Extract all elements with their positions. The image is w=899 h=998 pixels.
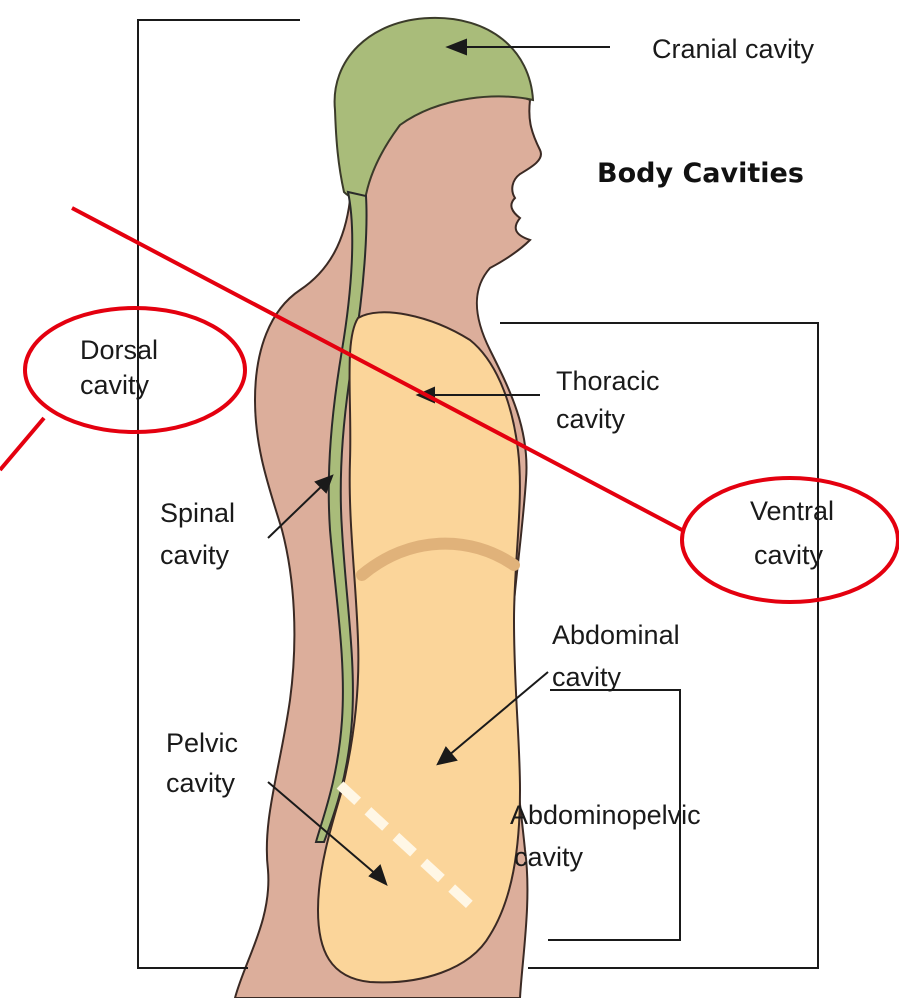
spinal-cavity-label-line1: Spinal <box>160 498 235 528</box>
dorsal-cavity-label-line2: cavity <box>80 370 149 400</box>
dorsal-cavity-label-line1: Dorsal <box>80 335 158 365</box>
abdominal-cavity-label-line2: cavity <box>552 662 621 692</box>
spinal-cavity-label-line2: cavity <box>160 540 229 570</box>
thoracic-cavity-label-line1: Thoracic <box>556 366 660 396</box>
red-pointer-line <box>0 418 44 470</box>
diagram-title: Body Cavities <box>597 158 804 189</box>
pelvic-cavity-label-line2: cavity <box>166 768 235 798</box>
thoracic-cavity-label-line2: cavity <box>556 404 625 434</box>
abdominopelvic-cavity-label-line2: cavity <box>514 842 583 872</box>
ventral-cavity-label-line2: cavity <box>754 540 823 570</box>
pelvic-cavity-label-line1: Pelvic <box>166 728 238 758</box>
cranial-cavity-label: Cranial cavity <box>652 34 814 64</box>
ventral-cavity-label-line1: Ventral <box>750 496 834 526</box>
abdominopelvic-cavity-label-line1: Abdominopelvic <box>510 800 701 830</box>
abdominal-cavity-label-line1: Abdominal <box>552 620 680 650</box>
